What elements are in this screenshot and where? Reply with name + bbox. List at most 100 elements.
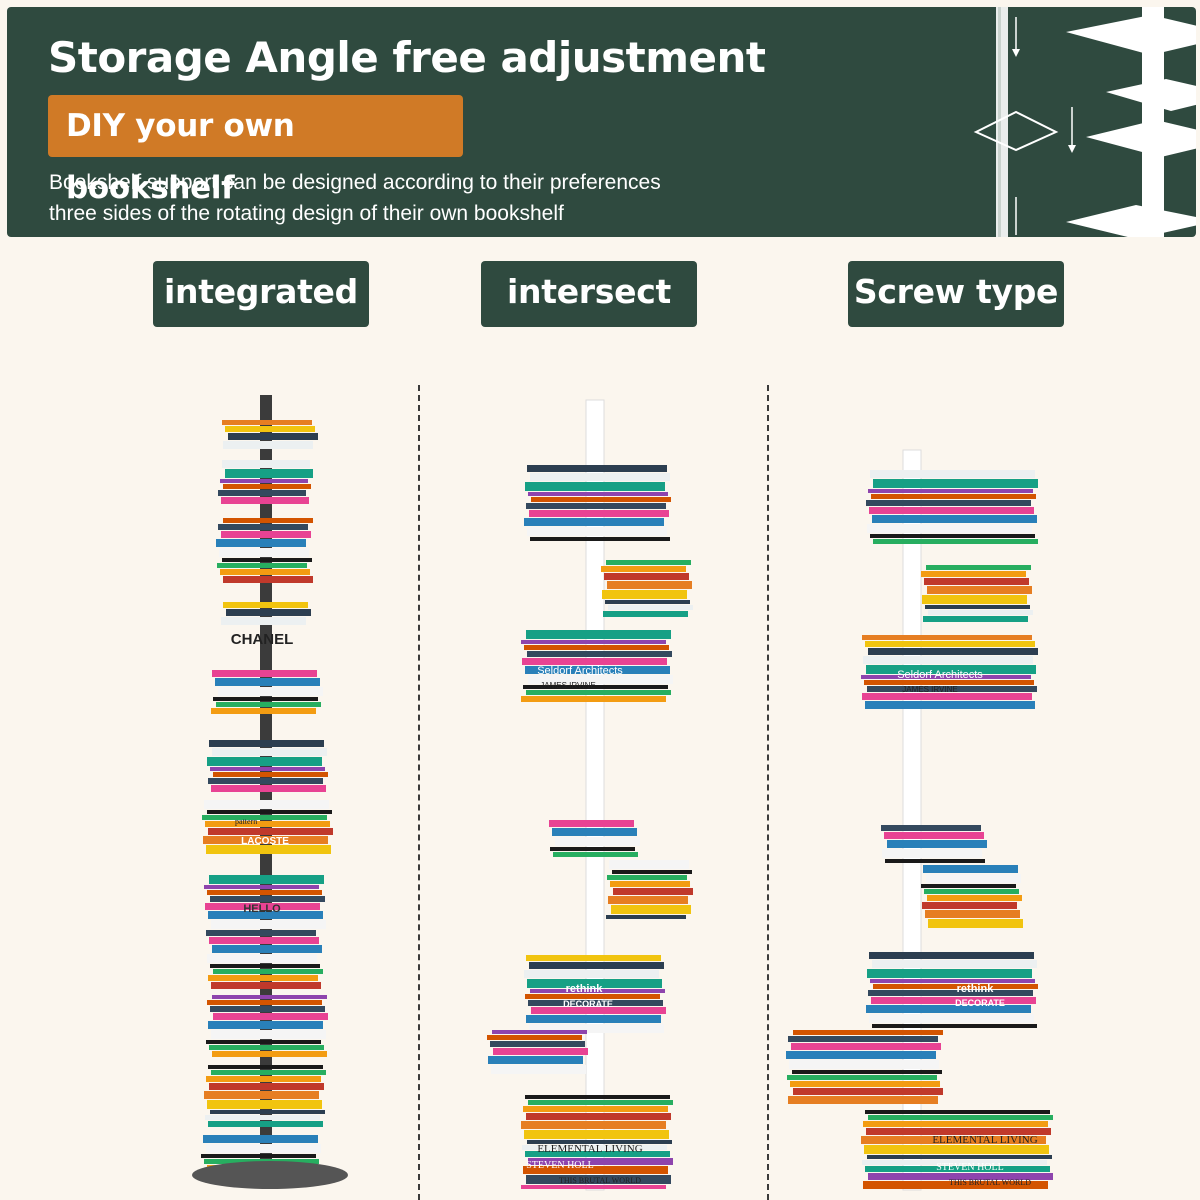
book: [553, 852, 638, 857]
book: [206, 930, 316, 936]
book: [215, 678, 320, 686]
book: [549, 820, 634, 827]
book: [608, 605, 693, 610]
book: [210, 1110, 325, 1114]
book: [922, 595, 1027, 604]
book: [204, 1091, 319, 1099]
book: [201, 1154, 316, 1158]
book: [791, 1043, 941, 1050]
book: [225, 426, 315, 432]
book: [212, 670, 317, 677]
banner-title: Storage Angle free adjustment: [48, 33, 766, 82]
book-spine-steven-holl: STEVEN HOLL: [526, 1160, 594, 1171]
book: [613, 888, 693, 895]
book: [525, 1151, 670, 1157]
book: [924, 578, 1029, 585]
book: [527, 465, 667, 472]
book-spine-chanel: CHANEL: [231, 631, 294, 648]
book-spine-rethink: rethink: [566, 983, 604, 995]
book: [872, 515, 1037, 523]
book: [525, 1095, 670, 1099]
book: [208, 1021, 323, 1029]
book: [885, 859, 985, 863]
book: [220, 569, 310, 575]
book: [209, 937, 319, 944]
book: [216, 539, 306, 547]
book: [867, 686, 1037, 692]
book: [865, 1166, 1050, 1172]
book: [550, 847, 635, 851]
book: [490, 1041, 585, 1047]
shelf-diagram-illustration: [973, 7, 1196, 237]
book: [218, 687, 323, 696]
book: [793, 1088, 943, 1095]
banner-desc-line2: three sides of the rotating design of th…: [49, 202, 564, 225]
book: [521, 696, 666, 702]
book: [210, 1006, 325, 1012]
book: [529, 962, 664, 969]
book: [609, 860, 689, 869]
book-spine-elemental-2: ELEMENTAL LIVING: [932, 1134, 1037, 1146]
book: [862, 635, 1032, 640]
book: [527, 527, 667, 536]
book: [528, 1000, 663, 1006]
book: [206, 1144, 321, 1153]
book: [208, 828, 333, 835]
book: [788, 1036, 938, 1042]
book: [868, 990, 1033, 996]
book-spine-decorate: DECORATE: [563, 999, 613, 1009]
book: [223, 602, 308, 608]
book-spine-james-irvine-2: JAMES IRVINE: [902, 685, 957, 694]
book: [222, 420, 312, 425]
book: [863, 1121, 1048, 1127]
dashed-divider-right: [767, 385, 769, 1200]
book: [867, 524, 1032, 533]
book: [868, 1173, 1053, 1180]
book: [204, 800, 329, 809]
book: [522, 1145, 667, 1150]
book: [526, 1113, 671, 1120]
book-spine-james-irvine: JAMES IRVINE: [540, 681, 595, 690]
book: [870, 470, 1035, 478]
book: [523, 1106, 668, 1112]
book: [606, 915, 686, 919]
book: [206, 1076, 321, 1082]
book: [209, 875, 324, 884]
dashed-divider-left: [418, 385, 420, 1200]
book: [205, 821, 330, 827]
book: [521, 640, 666, 644]
book: [208, 911, 323, 919]
book: [924, 889, 1019, 894]
book: [862, 1160, 1047, 1165]
book: [788, 1096, 938, 1104]
book: [864, 1145, 1049, 1154]
book: [921, 884, 1016, 888]
book: [487, 1035, 582, 1040]
book: [525, 994, 660, 999]
book: [529, 510, 669, 517]
book: [790, 1081, 940, 1087]
book-spine-elemental: ELEMENTAL LIVING: [537, 1143, 642, 1155]
book: [524, 1130, 669, 1139]
book: [488, 1056, 583, 1064]
book: [210, 964, 320, 968]
book: [212, 995, 327, 999]
book: [207, 757, 322, 766]
book: [881, 825, 981, 831]
book: [921, 571, 1026, 577]
book: [221, 497, 309, 504]
book: [525, 482, 665, 491]
book: [873, 984, 1038, 989]
book: [526, 690, 671, 695]
book: [786, 1051, 936, 1059]
book: [862, 693, 1032, 700]
book: [606, 560, 691, 565]
book: [526, 1015, 661, 1023]
book: [861, 675, 1031, 679]
book: [873, 479, 1038, 488]
book: [868, 489, 1033, 493]
book: [923, 616, 1028, 622]
intersect-bookshelf-image: Seldorf Architects JAMES IRVINE rethink …: [487, 399, 693, 1191]
book: [873, 539, 1038, 544]
book: [528, 492, 668, 496]
